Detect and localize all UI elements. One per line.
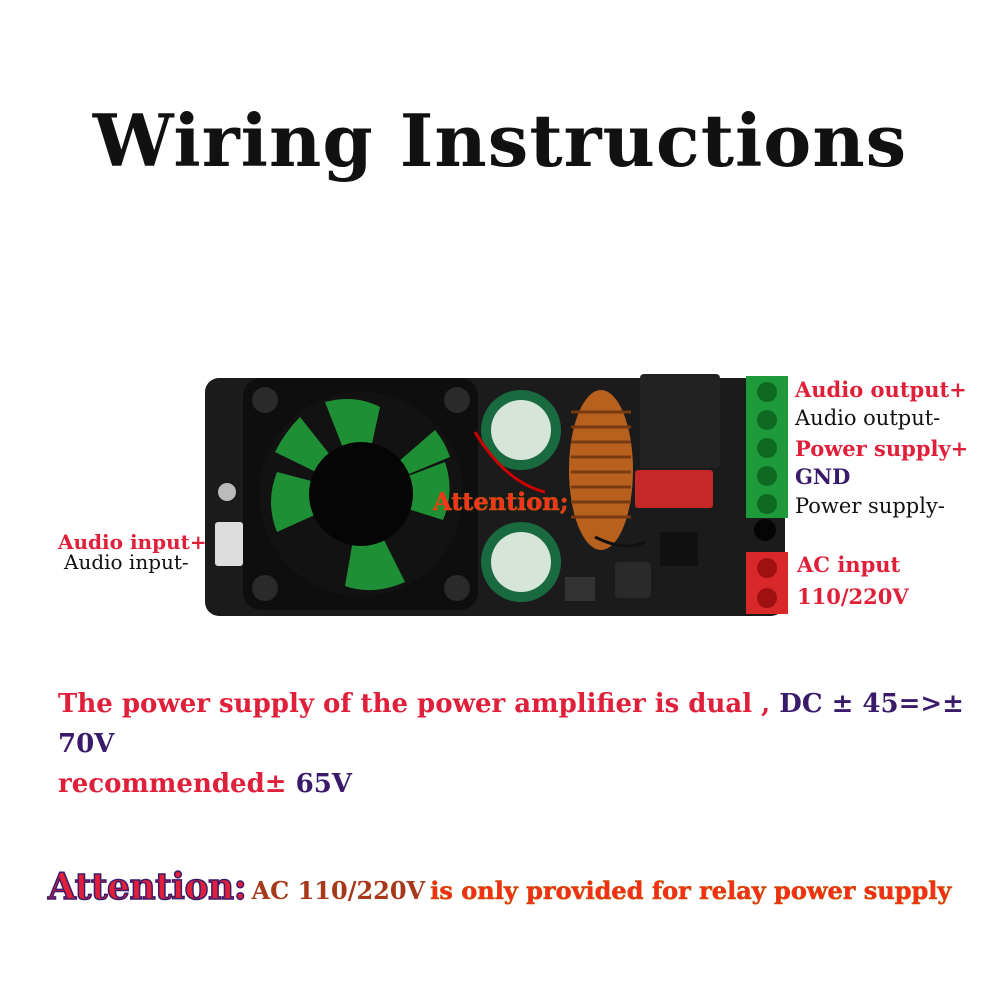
label-audio-output-minus: Audio output-: [795, 406, 941, 430]
amplifier-board-image: [205, 374, 788, 616]
info-line1-purple: DC ± 45=>± 70V: [58, 689, 964, 759]
relay-cap: [635, 470, 713, 508]
label-audio-output-plus: Audio output+: [795, 377, 967, 402]
label-gnd: GND: [795, 464, 851, 489]
audio-input-connector: [215, 522, 243, 566]
label-ac-input: AC input: [797, 552, 901, 577]
label-attention-on-board: Attention;: [433, 487, 569, 517]
label-power-supply-minus: Power supply-: [795, 494, 945, 518]
warning-attention: Attention:: [47, 865, 247, 909]
warning-ac: AC 110/220V: [251, 876, 426, 905]
label-audio-input-minus: Audio input-: [64, 550, 189, 574]
info-line2-purple: 65V: [286, 769, 352, 799]
attention-warning: Attention: AC 110/220V is only provided …: [47, 865, 952, 909]
relay: [640, 374, 720, 468]
inductor-coil: [569, 390, 633, 550]
page-title: Wiring Instructions: [92, 98, 908, 183]
info-line1-red: The power supply of the power amplifier …: [58, 689, 771, 719]
label-power-supply-plus: Power supply+: [795, 436, 969, 461]
warning-rest: is only provided for relay power supply: [430, 876, 952, 906]
info-line2-red: recommended±: [58, 769, 287, 799]
label-ac-voltage: 110/220V: [797, 584, 909, 609]
label-audio-input-plus: Audio input+: [58, 530, 207, 554]
power-supply-info: The power supply of the power amplifier …: [58, 684, 1000, 804]
